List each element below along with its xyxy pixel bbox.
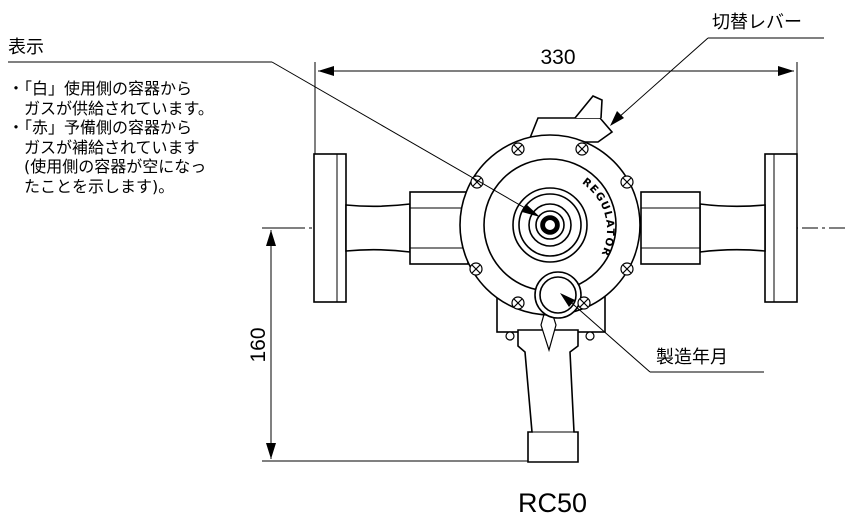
display-leader <box>271 61 533 213</box>
lever-leader <box>617 37 709 119</box>
width-arrow-left <box>318 66 334 76</box>
note-line: ガスが供給されています。 <box>8 98 214 118</box>
lever-label: 切替レバー <box>712 12 802 33</box>
date-leader <box>565 297 651 373</box>
note-line: (使用側の容器が空になっ <box>8 157 207 176</box>
height-arrow-bottom <box>266 443 276 459</box>
right-nut <box>640 191 701 265</box>
width-dimension-value: 330 <box>540 46 575 69</box>
right-flange <box>764 153 798 303</box>
model-name: RC50 <box>518 488 588 518</box>
left-nut <box>409 191 469 265</box>
indicator-notes: ・「白」使用側の容器から ガスが供給されています。 ・「赤」予備側の容器から ガ… <box>8 79 214 196</box>
display-label: 表示 <box>8 37 44 58</box>
width-arrow-right <box>778 66 794 76</box>
bolt-group <box>469 142 634 341</box>
manufacture-date-label: 製造年月 <box>656 347 728 368</box>
note-line: ・「赤」予備側の容器から <box>8 118 193 137</box>
note-line: ・「白」使用側の容器から <box>8 79 193 98</box>
note-line: ガスが補給されています <box>8 137 200 157</box>
outlet-body <box>517 329 579 463</box>
left-pipe <box>345 203 411 253</box>
date-gauge <box>534 271 582 319</box>
note-line: たことを示します)。 <box>8 176 175 196</box>
left-flange <box>313 153 347 303</box>
height-arrow-top <box>266 230 276 246</box>
right-pipe <box>699 203 766 253</box>
height-dimension-value: 160 <box>247 327 270 362</box>
